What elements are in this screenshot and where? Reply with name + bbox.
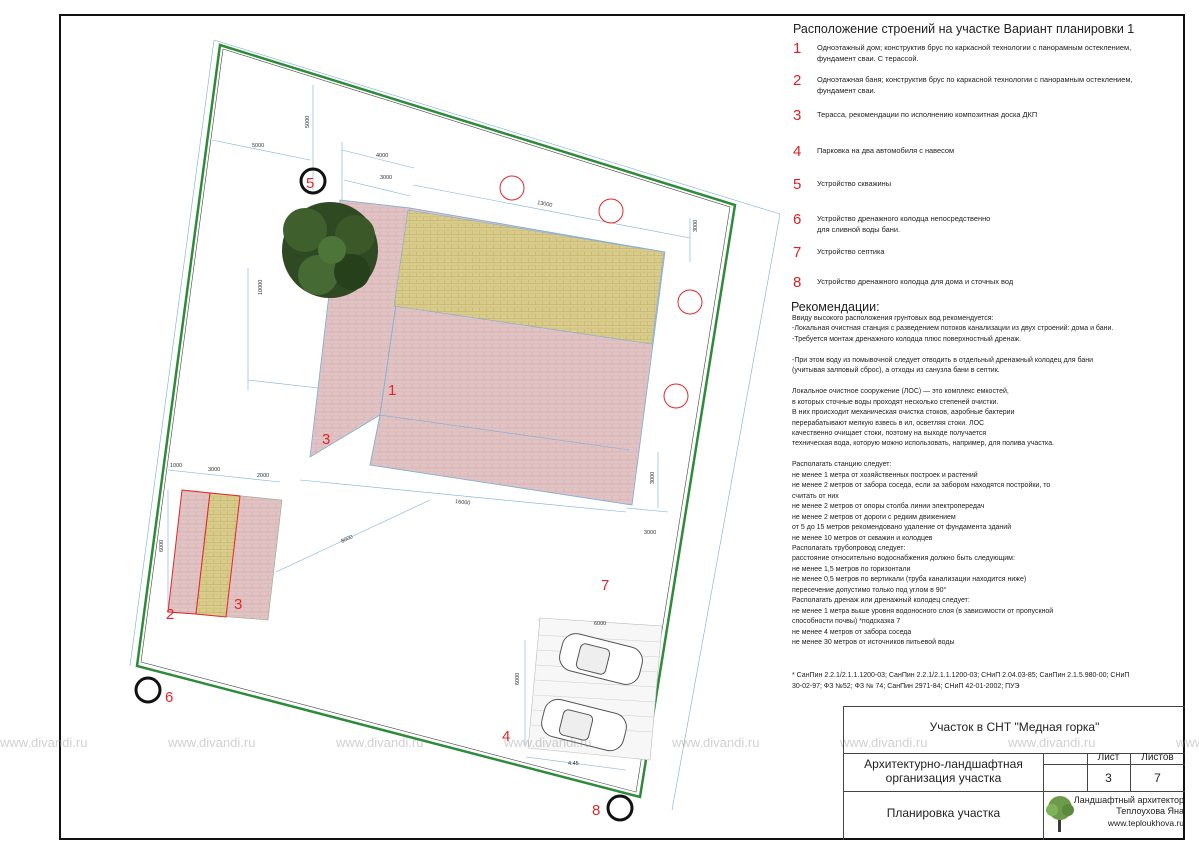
watermark-strip: www.divandi.ru www.divandi.ru www.divandi.… (0, 735, 1199, 749)
legend-num: 1 (793, 40, 802, 57)
car-icon (541, 698, 627, 752)
bath-area (167, 489, 283, 621)
sheet-number: 3 (1105, 771, 1112, 785)
sheets-label: Листов (1141, 752, 1174, 763)
legend-text: Одноэтажная баня; конструктив брус по ка… (817, 75, 1133, 95)
dim-text: 3000 (380, 175, 392, 181)
legend-text: Устройство дренажного колодца для дома и… (817, 277, 1014, 286)
dim-text: 3000 (693, 220, 699, 232)
car-icon (559, 633, 643, 685)
dim-text: 13000 (537, 200, 553, 209)
legend-text: Терасса, рекомендации по исполнению комп… (817, 110, 1038, 119)
drawing-name: Планировка участка (886, 806, 1001, 820)
recommendations-title: Рекомендации: (791, 300, 880, 314)
legend-text: Устройство скважины (817, 179, 892, 188)
watermark-text: www.divandi.ru (168, 735, 256, 749)
sheets-total: 7 (1154, 771, 1161, 785)
dim-text: 16000 (455, 499, 471, 507)
dim-text: 5000 (305, 116, 311, 128)
legend-num: 7 (793, 244, 802, 261)
label-bath-drain: 6 (165, 689, 173, 706)
label-parking: 4 (502, 728, 510, 745)
watermark-text: www.divandi.ru (1008, 735, 1096, 749)
legend-text: Одноэтажный дом; конструктив брус по кар… (817, 43, 1132, 63)
watermark-text: www.divandi.ru (0, 735, 88, 749)
drawing-frame (59, 14, 1185, 840)
dim-text: 3000 (644, 530, 656, 536)
house-area (309, 199, 666, 506)
dim-text: 5000 (252, 143, 264, 149)
sheet-label: Лист (1097, 752, 1120, 763)
dim-text: 3000 (208, 467, 220, 473)
label-house-drain: 8 (592, 802, 600, 819)
dim-text: 4.45 (568, 761, 579, 767)
watermark-text: www.divandi.ru (840, 735, 928, 749)
dim-text: 8000 (340, 534, 354, 545)
author-role: Ландшафтный архитектор (1073, 795, 1184, 805)
dim-text: 6000 (515, 673, 521, 685)
house-drain-marker-icon (606, 794, 634, 822)
label-terrace-bath: 3 (234, 596, 242, 613)
dim-text: 4000 (376, 153, 388, 159)
bath-drain-marker-icon (134, 676, 162, 704)
author-site: www.teploukhova.ru (1107, 818, 1184, 828)
legend-num: 6 (793, 211, 802, 228)
dim-text: 3000 (650, 472, 656, 484)
label-bath: 2 (166, 606, 174, 623)
legend-num: 2 (793, 72, 802, 89)
watermark-text: www.divandi.ru (504, 735, 592, 749)
recommendations-body: Ввиду высокого расположения грунтовых во… (792, 315, 1114, 647)
label-terrace-house: 3 (322, 431, 330, 448)
legend-text: Парковка на два автомобиля с навесом (817, 146, 955, 155)
dim-text: 1000 (170, 463, 182, 469)
author-name: Теплоухова Яна (1116, 806, 1184, 816)
watermark-text: www.divandi.ru (672, 735, 760, 749)
section-name: Архитектурно-ландшафтная организация уча… (864, 757, 1023, 785)
label-well: 5 (306, 175, 314, 192)
tree-icon (282, 202, 378, 298)
black-markers (134, 167, 634, 822)
site-boundary (135, 43, 737, 799)
legend-num: 8 (793, 274, 802, 291)
watermark-text: www.divandi.ru (336, 735, 424, 749)
legend-title: Расположение строений на участке Вариант… (793, 22, 1135, 36)
well-marker-icon (299, 167, 327, 195)
dim-text: 2000 (257, 473, 269, 479)
dim-text: 6000 (594, 621, 606, 627)
dim-text: 10000 (258, 280, 264, 295)
legend-text: Устройство септика (817, 247, 885, 256)
dim-text: 6000 (159, 540, 165, 552)
label-septic: 7 (601, 577, 609, 594)
project-name: Участок в СНТ "Медная горка" (929, 720, 1100, 734)
watermark-text: www.divandi.ru (1176, 735, 1199, 749)
red-markers (499, 175, 703, 409)
parking-area (527, 617, 663, 761)
legend-num: 4 (793, 143, 802, 160)
normative-references: * СанПин 2.2.1/2.1.1.1200-03; СанПин 2.2… (792, 672, 1130, 690)
legend-num: 5 (793, 176, 802, 193)
label-house: 1 (388, 382, 396, 399)
tree-logo-icon (1046, 796, 1074, 832)
legend-text: Устройство дренажного колодца непосредст… (817, 214, 991, 234)
legend-num: 3 (793, 107, 802, 124)
